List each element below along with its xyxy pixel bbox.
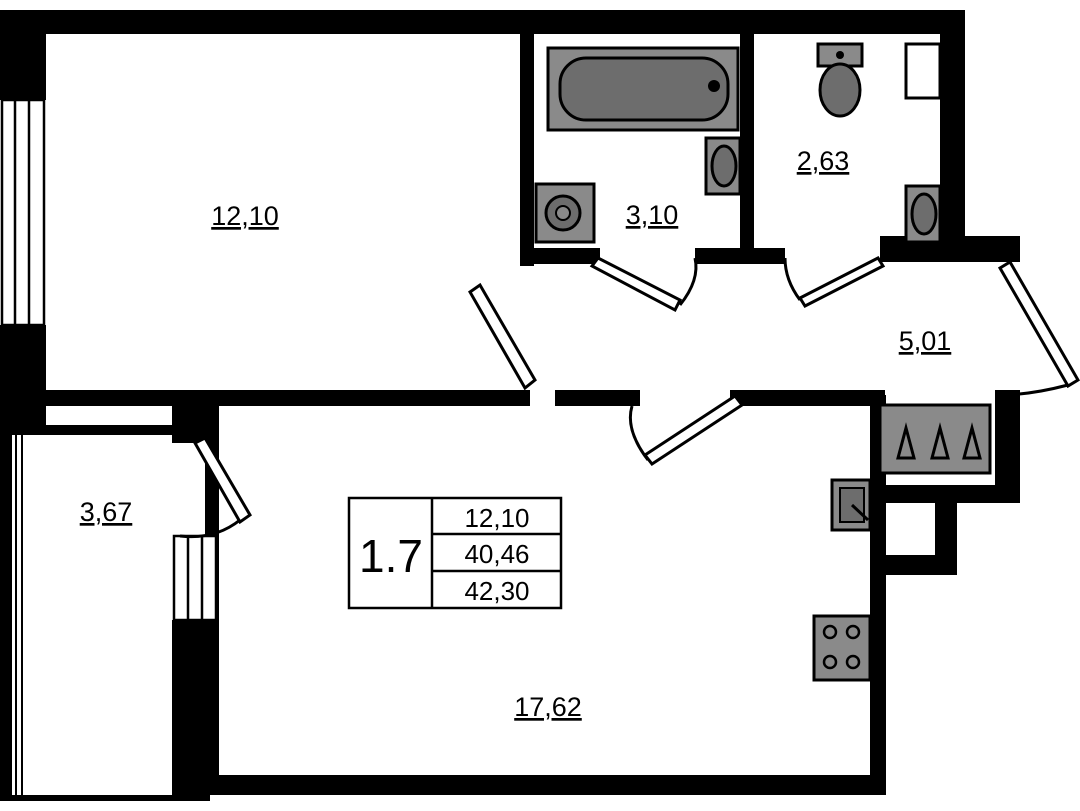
summary-living-area: 12,10 (464, 503, 529, 533)
stove-icon (812, 614, 872, 682)
area-room-main: 12,10 (211, 201, 279, 231)
area-toilet: 2,63 (797, 146, 850, 176)
window-kitchen (172, 534, 218, 622)
bathtub-icon (546, 46, 740, 132)
toilet-icon (816, 42, 864, 118)
shaft-icon (904, 42, 942, 100)
area-balcony: 3,67 (80, 497, 133, 527)
area-bathroom: 3,10 (626, 200, 679, 230)
area-kitchen-living: 17,62 (514, 692, 582, 722)
apartment-type: 1.7 (359, 530, 423, 582)
area-hall: 5,01 (899, 326, 952, 356)
sink-icon (704, 136, 742, 196)
summary-total-with-balcony: 42,30 (464, 576, 529, 606)
kitchen-sink-icon (830, 478, 872, 532)
walls (0, 10, 1020, 801)
window-room (0, 98, 46, 327)
radiator-icon (878, 403, 992, 475)
area-summary-table: 1.7 12,10 40,46 42,30 (347, 496, 563, 610)
doors (179, 256, 1080, 539)
summary-total-area: 40,46 (464, 539, 529, 569)
toilet-sink-icon (904, 184, 942, 244)
washing-machine-icon (534, 182, 596, 244)
window-balcony (15, 435, 23, 795)
